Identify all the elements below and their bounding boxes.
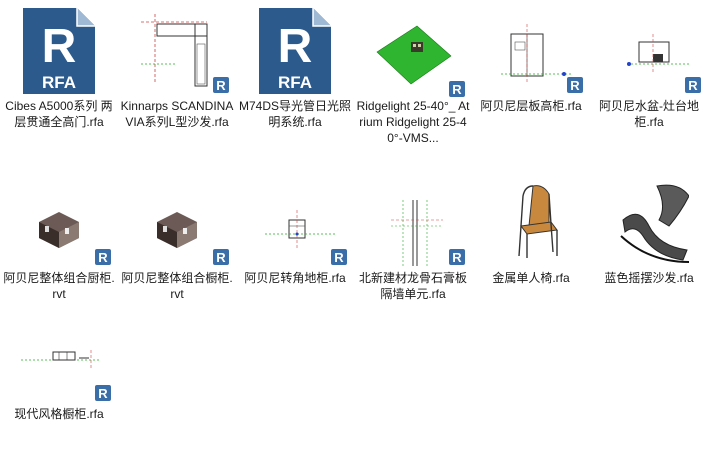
file-name: M74DS导光管日光照明系统.rfa — [238, 99, 351, 129]
file-name: 阿贝尼整体组合厨柜.rvt — [3, 271, 115, 301]
revit-badge-icon: R — [95, 385, 111, 401]
file-item[interactable]: R 北新建材龙骨石膏板隔墙单元.rfa — [354, 172, 472, 332]
file-item[interactable]: R 阿贝尼水盆-灶台地柜.rfa — [590, 0, 708, 160]
file-item[interactable]: R Kinnarps SCANDINAVIA系列L型沙发.rfa — [118, 0, 236, 160]
file-name: 阿贝尼水盆-灶台地柜.rfa — [599, 99, 699, 129]
lshape-sofa-plan-thumbnail — [137, 4, 217, 96]
file-item[interactable]: R 阿贝尼整体组合厨柜.rvt — [0, 172, 118, 332]
file-grid: R RFA Cibes A5000系列 两层贯通全高门.rfa R Kinnar… — [0, 0, 708, 421]
svg-text:R: R — [452, 82, 462, 97]
metal-chair-3d-thumbnail — [491, 176, 571, 268]
file-item[interactable]: R 阿贝尼整体组合橱柜.rvt — [118, 172, 236, 332]
file-item[interactable]: R 现代风格橱柜.rfa — [0, 308, 118, 468]
file-name: Ridgelight 25-40°_ Atrium Ridgelight 25-… — [356, 99, 470, 145]
file-name: 蓝色摇摆沙发.rfa — [604, 271, 694, 285]
revit-badge-icon: R — [685, 77, 701, 93]
svg-text:R: R — [216, 78, 226, 93]
file-name: 金属单人椅.rfa — [492, 271, 570, 285]
file-item[interactable]: R RFA Cibes A5000系列 两层贯通全高门.rfa — [0, 0, 118, 160]
file-item[interactable]: 金属单人椅.rfa — [472, 172, 590, 332]
svg-text:R: R — [334, 250, 344, 265]
modern-cabinet-plan-thumbnail — [19, 312, 99, 404]
tall-cabinet-elevation-thumbnail — [491, 4, 571, 96]
file-item[interactable]: R Ridgelight 25-40°_ Atrium Ridgelight 2… — [354, 0, 472, 160]
revit-badge-icon: R — [331, 249, 347, 265]
partition-wall-elevation-thumbnail — [373, 176, 453, 268]
file-name: 阿贝尼转角地柜.rfa — [244, 271, 346, 285]
revit-badge-icon: R — [449, 81, 465, 97]
file-name: Cibes A5000系列 两层贯通全高门.rfa — [5, 99, 113, 129]
file-name: Kinnarps SCANDINAVIA系列L型沙发.rfa — [120, 99, 234, 129]
file-item[interactable]: R 阿贝尼层板高柜.rfa — [472, 0, 590, 160]
revit-badge-icon: R — [567, 77, 583, 93]
svg-text:R: R — [98, 386, 108, 401]
corner-cabinet-elevation-thumbnail — [255, 176, 335, 268]
rfa-file-icon: R RFA — [255, 4, 335, 96]
svg-text:R: R — [688, 78, 698, 93]
file-item[interactable]: 蓝色摇摆沙发.rfa — [590, 172, 708, 332]
file-name: 现代风格橱柜.rfa — [14, 407, 104, 421]
revit-badge-icon: R — [95, 249, 111, 265]
file-name: 北新建材龙骨石膏板隔墙单元.rfa — [358, 271, 467, 301]
sink-cabinet-elevation-thumbnail — [609, 4, 689, 96]
skylight-3d-thumbnail — [373, 4, 453, 96]
revit-badge-icon: R — [449, 249, 465, 265]
rfa-text: RFA — [42, 73, 76, 92]
svg-text:R: R — [98, 250, 108, 265]
file-item[interactable]: R RFA M74DS导光管日光照明系统.rfa — [236, 0, 354, 160]
revit-badge-icon: R — [213, 249, 229, 265]
file-item[interactable]: R 阿贝尼转角地柜.rfa — [236, 172, 354, 332]
revit-badge-icon: R — [213, 77, 229, 93]
rfa-file-icon: R RFA — [19, 4, 99, 96]
svg-text:R: R — [216, 250, 226, 265]
revit-letter: R — [42, 20, 77, 73]
rfa-text: RFA — [278, 73, 312, 92]
file-name: 阿贝尼层板高柜.rfa — [480, 99, 582, 113]
kitchen-3d-thumbnail — [19, 176, 99, 268]
kitchen-3d-thumbnail — [137, 176, 217, 268]
rocking-sofa-3d-thumbnail — [609, 176, 689, 268]
revit-letter: R — [278, 20, 313, 73]
file-name: 阿贝尼整体组合橱柜.rvt — [121, 271, 233, 301]
svg-text:R: R — [452, 250, 462, 265]
svg-text:R: R — [570, 78, 580, 93]
